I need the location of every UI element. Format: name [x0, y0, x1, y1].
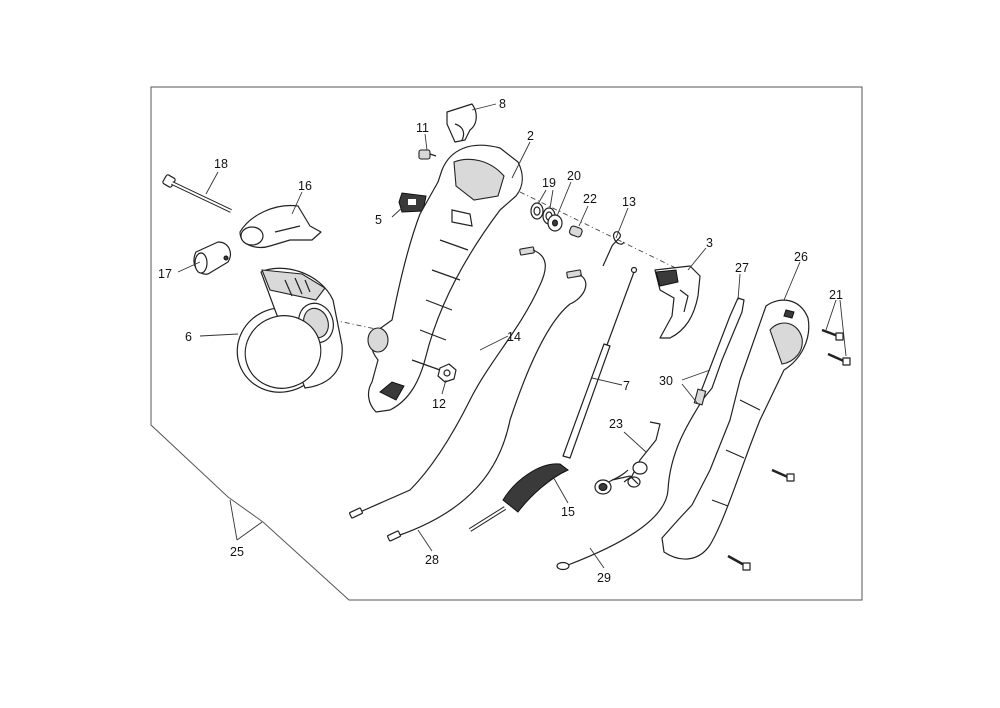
part-7-throttle-cable — [562, 266, 638, 459]
callout-19: 19 — [542, 176, 556, 190]
callout-14: 14 — [507, 330, 521, 344]
callout-7: 7 — [623, 379, 630, 393]
part-6-outlet-housing — [236, 267, 343, 393]
part-22-bushing — [568, 225, 583, 238]
part-14-cable — [349, 246, 546, 519]
assembly-frame — [150, 86, 863, 601]
callout-15: 15 — [561, 505, 575, 519]
leader-lines — [177, 103, 847, 569]
callout-28: 28 — [425, 553, 439, 567]
callout-20: 20 — [567, 169, 581, 183]
callout-13: 13 — [622, 195, 636, 209]
callout-21: 21 — [829, 288, 843, 302]
callout-3: 3 — [706, 236, 713, 250]
part-27-bracket — [693, 297, 745, 406]
part-15-coil-spring — [468, 463, 569, 532]
callout-16: 16 — [298, 179, 312, 193]
part-8-clip — [446, 103, 477, 143]
part-2-handle-housing — [367, 144, 523, 413]
callout-30: 30 — [659, 374, 673, 388]
callout-17: 17 — [158, 267, 172, 281]
part-3-trigger — [654, 265, 701, 339]
axis-line-pivot — [519, 191, 691, 276]
callout-26: 26 — [794, 250, 808, 264]
part-16-nozzle-cover — [239, 204, 322, 249]
callout-22: 22 — [583, 192, 597, 206]
part-13-spring — [602, 231, 625, 267]
callout-5: 5 — [375, 213, 382, 227]
part-11-screw — [418, 149, 437, 160]
callout-2: 2 — [527, 129, 534, 143]
callout-27: 27 — [735, 261, 749, 275]
part-26-handle-cover — [661, 299, 810, 560]
part-5-switch — [398, 192, 427, 213]
part-29-ground-wire — [556, 395, 706, 571]
callout-11: 11 — [416, 121, 429, 135]
callout-6: 6 — [185, 330, 192, 344]
callout-18: 18 — [214, 157, 228, 171]
callout-12: 12 — [432, 397, 446, 411]
part-21-screws — [727, 328, 851, 571]
callout-25: 25 — [230, 545, 244, 559]
callout-labels: 2 3 5 6 7 8 11 12 13 14 15 16 17 18 19 2… — [158, 97, 843, 585]
part-12-nut — [437, 363, 457, 383]
part-20-spacer — [547, 214, 563, 232]
callout-29: 29 — [597, 571, 611, 585]
part-28-cable — [387, 269, 587, 542]
callout-8: 8 — [499, 97, 506, 111]
part-18-bolt — [162, 174, 232, 213]
part-23-wire-harness — [594, 421, 661, 495]
callout-23: 23 — [609, 417, 623, 431]
part-17-cap — [193, 241, 231, 275]
